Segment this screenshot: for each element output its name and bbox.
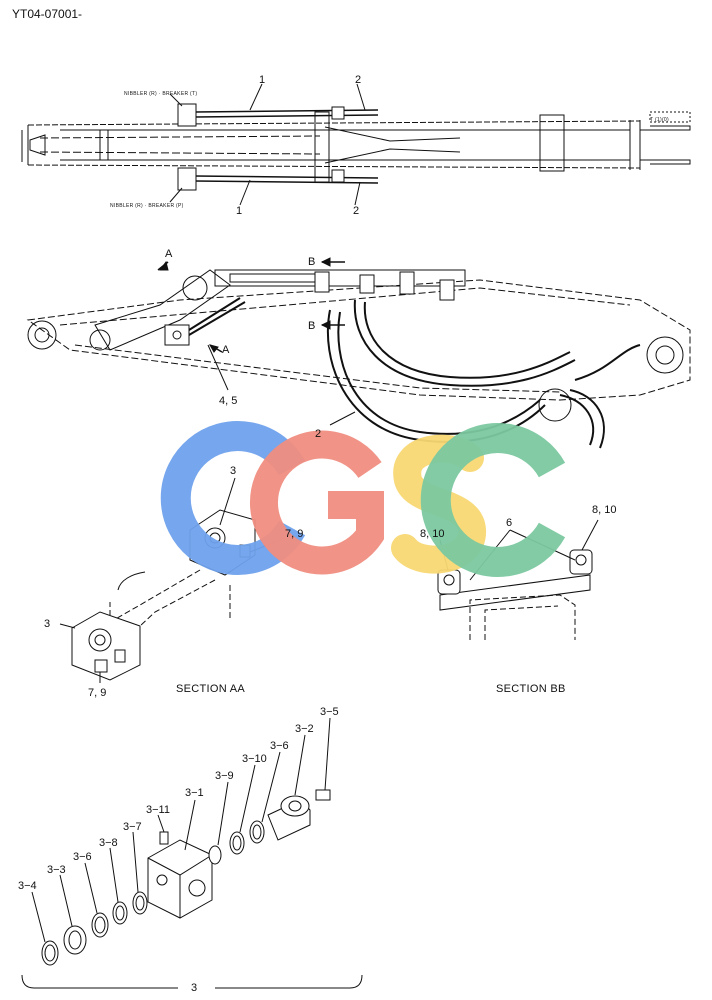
section-marker-a-bottom: A (222, 344, 230, 356)
callout-8-10-bb-right: 8, 10 (592, 504, 617, 516)
label-3-4: 3−4 (18, 880, 37, 892)
assembly-label-3: 3 (191, 982, 198, 994)
annotation-upper: NIBBLER (R) · BREAKER (T) (124, 91, 198, 97)
callout-7-9-aa-upper: 7, 9 (285, 528, 304, 540)
section-marker-a-top: A (165, 248, 173, 260)
callout-1-top: 1 (259, 74, 266, 86)
end-tag: T (1)(0) (650, 117, 669, 123)
callout-3-aa-lower: 3 (44, 618, 51, 630)
section-bb-title: SECTION BB (496, 683, 566, 695)
section-marker-b-top: B (308, 256, 316, 268)
document-id: YT04-07001- (12, 7, 83, 21)
top-view-arm (21, 83, 691, 206)
label-3-10: 3−10 (242, 753, 267, 765)
callout-7-9-aa-lower: 7, 9 (88, 687, 107, 699)
label-3-2: 3−2 (295, 723, 314, 735)
label-3-6-lower: 3−6 (73, 851, 92, 863)
callout-3-aa-upper: 3 (230, 465, 237, 477)
label-3-9: 3−9 (215, 770, 234, 782)
callout-2-top: 2 (355, 74, 362, 86)
watermark-letter-g (250, 430, 384, 575)
label-3-1: 3−1 (185, 787, 204, 799)
label-3-3: 3−3 (47, 864, 66, 876)
section-aa-title: SECTION AA (176, 683, 246, 695)
callout-6-bb: 6 (506, 517, 513, 529)
callout-8-10-bb-left: 8, 10 (420, 528, 445, 540)
label-3-7: 3−7 (123, 821, 142, 833)
exploded-view (21, 717, 363, 989)
label-3-11: 3−11 (146, 804, 170, 816)
callout-4-5: 4, 5 (219, 395, 238, 407)
label-3-8: 3−8 (99, 837, 118, 849)
label-3-6-upper: 3−6 (270, 740, 289, 752)
label-3-5: 3−5 (320, 706, 339, 718)
section-marker-b-bottom: B (308, 320, 316, 332)
callout-2-side: 2 (315, 428, 322, 440)
watermark-letter-c1 (160, 421, 306, 575)
watermark-letter-c2 (420, 423, 566, 577)
callout-1-bottom: 1 (236, 205, 243, 217)
annotation-lower: NIBBLER (R) · BREAKER (P) (110, 203, 184, 209)
callout-2-bottom: 2 (353, 205, 360, 217)
section-bb-drawing (437, 519, 599, 640)
